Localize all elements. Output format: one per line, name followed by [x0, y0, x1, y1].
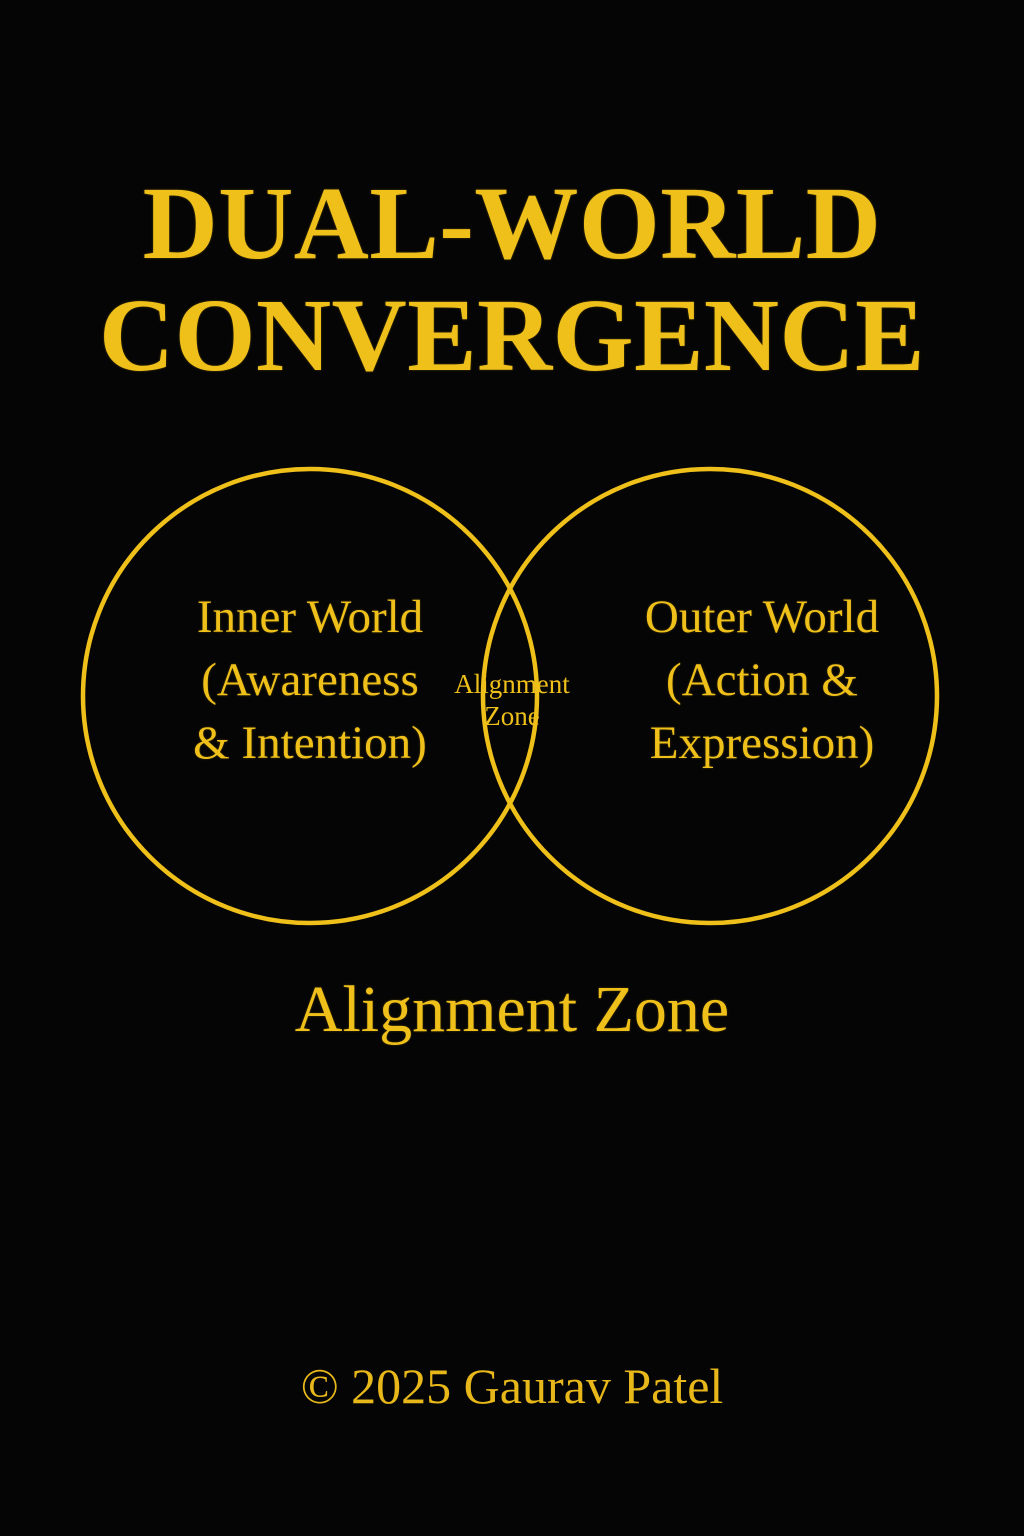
title-line-1: DUAL-WORLD [142, 166, 882, 281]
diagram-caption: Alignment Zone [294, 973, 730, 1046]
outer-world-line-1: Outer World [644, 591, 880, 643]
poster-title: DUAL-WORLD CONVERGENCE [0, 166, 1024, 394]
inner-world-line-1: Inner World [196, 591, 424, 643]
inner-world-line-3: & Intention) [193, 716, 427, 769]
inner-world-label: Inner World (Awareness & Intention) [108, 586, 512, 775]
copyright-notice: © 2025 Gaurav Patel [300, 1358, 724, 1414]
alignment-zone-intersection-label: Alignment Zone [422, 668, 602, 733]
alignment-zone-line-1: Alignment [454, 669, 570, 699]
alignment-zone-line-2: Zone [484, 701, 540, 732]
title-line-2: CONVERGENCE [98, 278, 926, 394]
outer-world-label: Outer World (Action & Expression) [560, 586, 964, 775]
inner-world-line-2: (Awareness [201, 653, 419, 706]
outer-world-line-2: (Action & [666, 653, 858, 706]
outer-world-line-3: Expression) [649, 716, 875, 769]
